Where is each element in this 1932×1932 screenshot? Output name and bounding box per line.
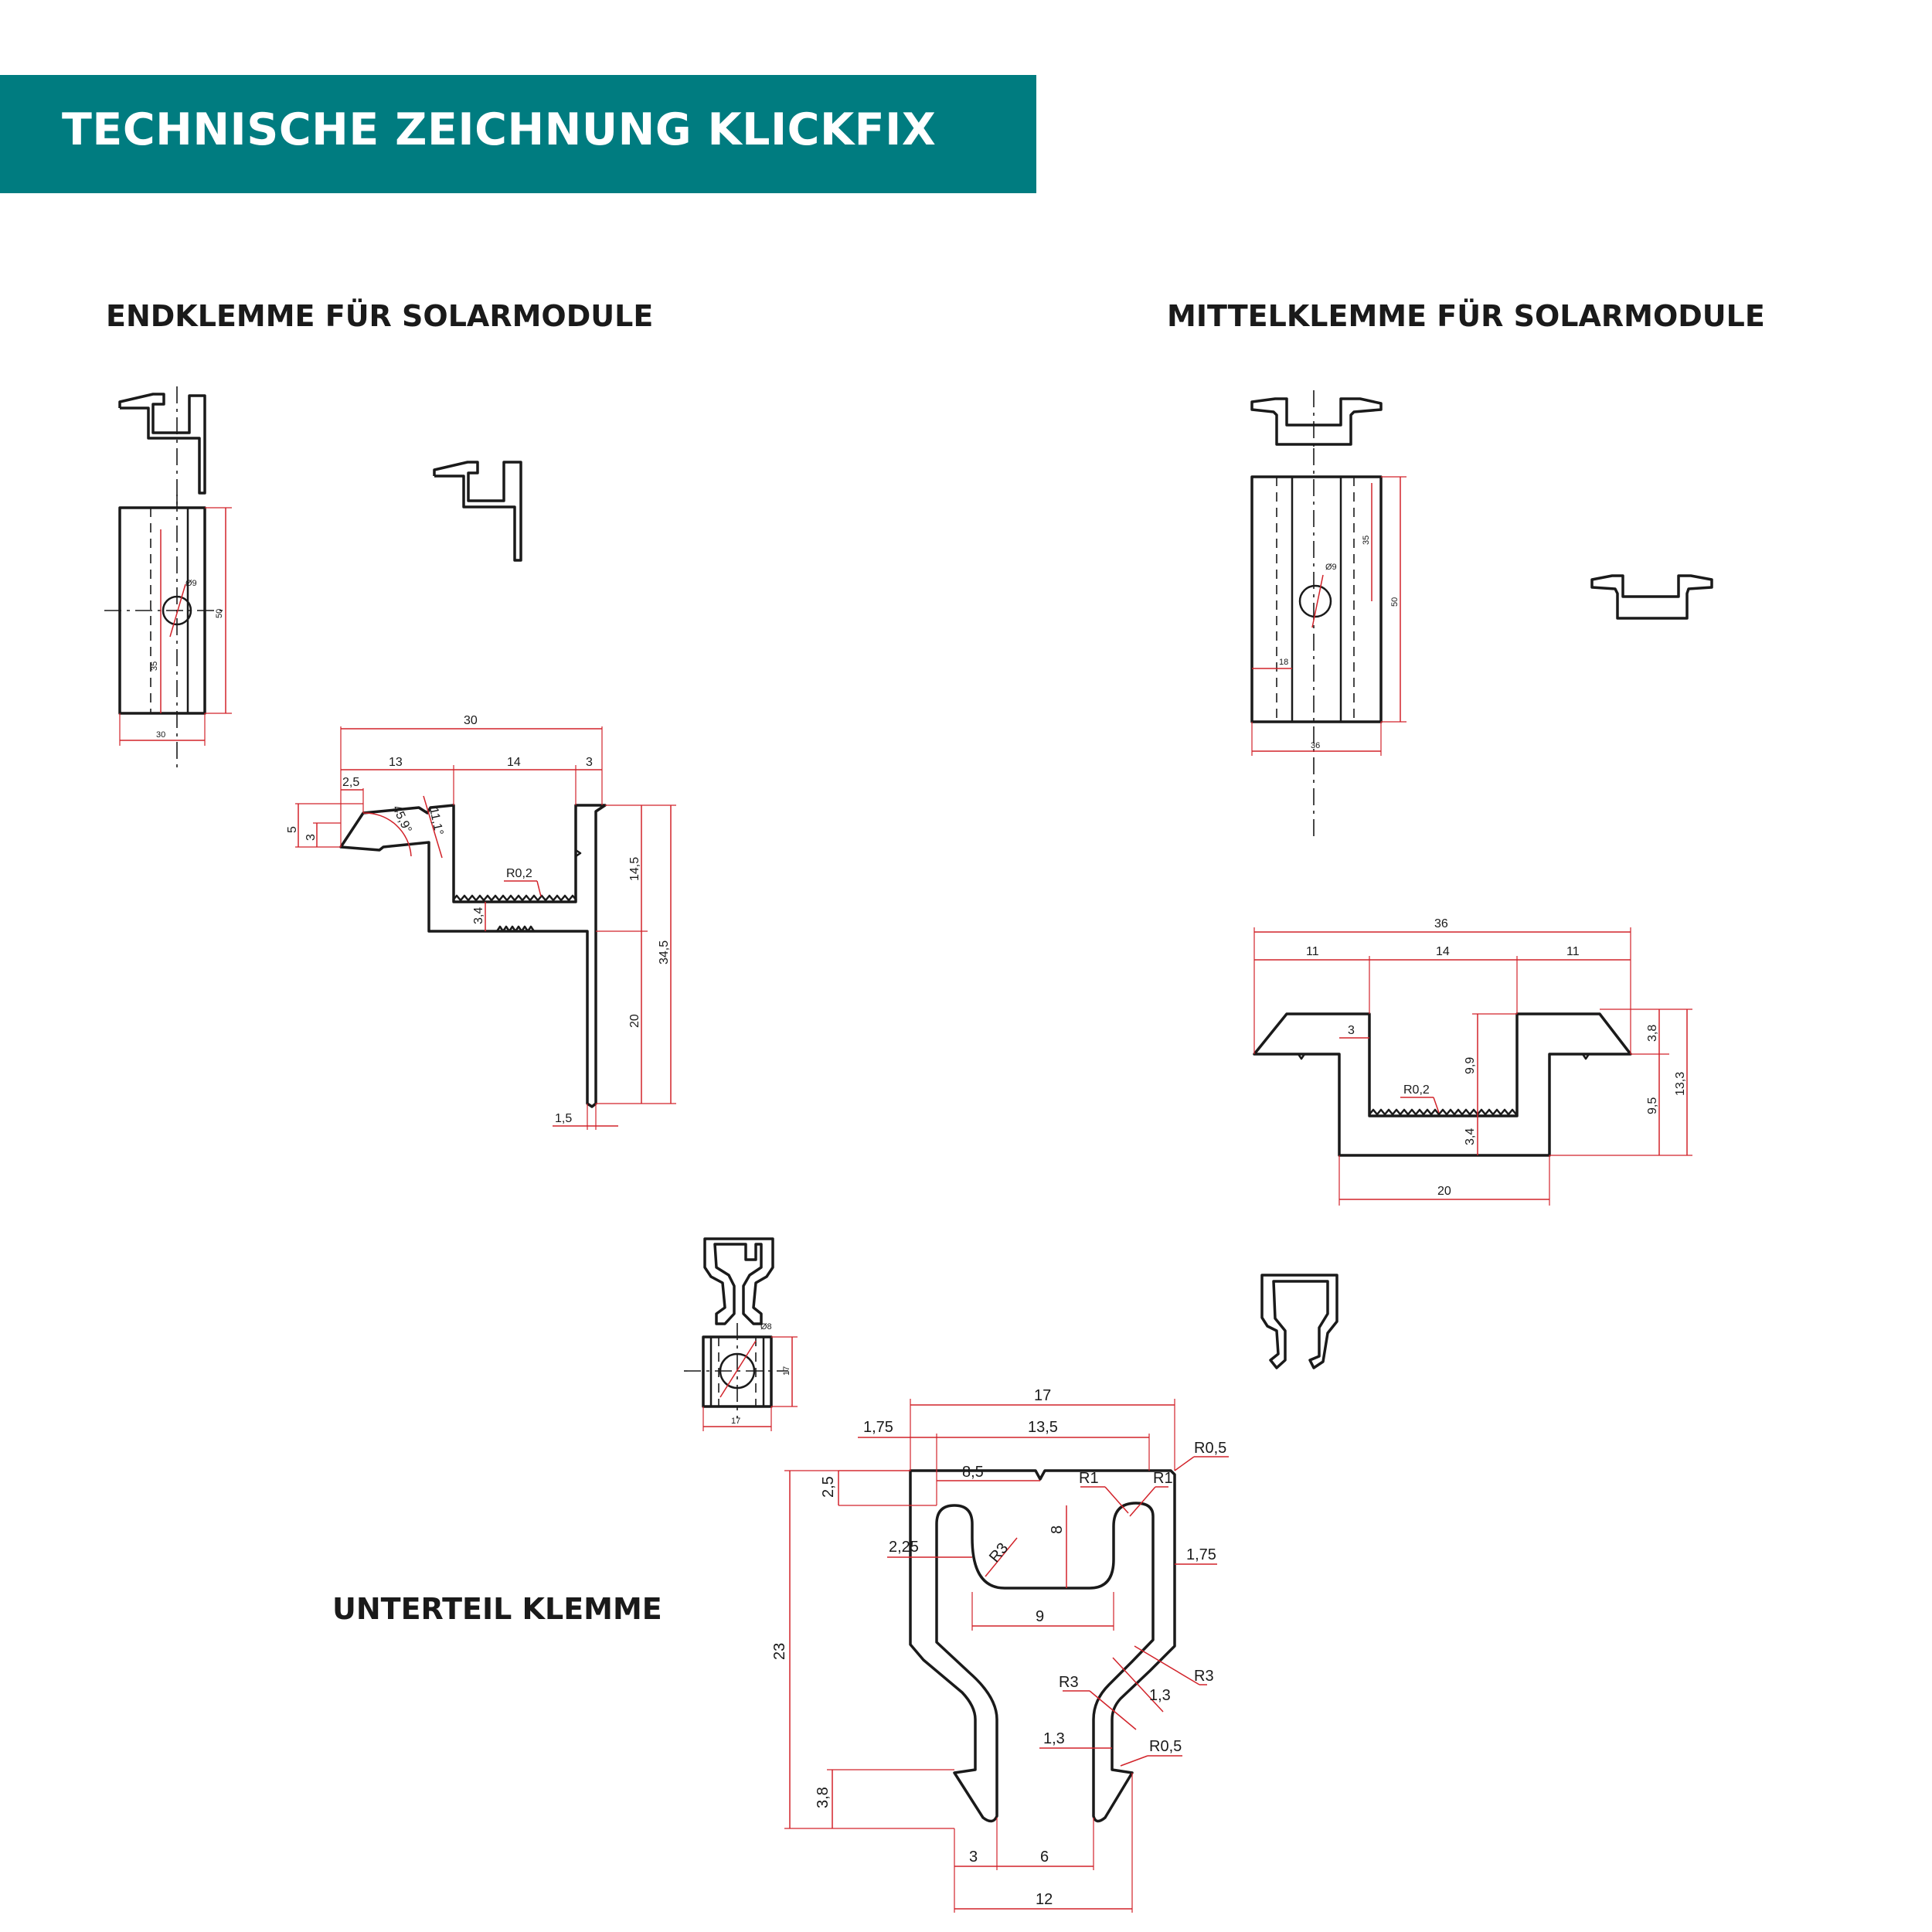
end-top-d30: 30 xyxy=(156,730,165,740)
mid-top-d36: 36 xyxy=(1311,741,1320,750)
mid-prof-r02: R0,2 xyxy=(1403,1083,1430,1097)
end-iso-view xyxy=(433,461,522,562)
unt-prof-d12: 12 xyxy=(1036,1891,1053,1908)
end-prof-d3b: 3 xyxy=(304,834,318,841)
end-top-phi: Ø9 xyxy=(185,579,197,588)
unt-prof-r1a: R1 xyxy=(1079,1470,1099,1487)
mid-prof-d9-9: 9,9 xyxy=(1464,1057,1477,1074)
unt-side-view-left xyxy=(703,1237,774,1325)
end-top-d35: 35 xyxy=(150,662,159,671)
mid-top-d18: 18 xyxy=(1279,658,1288,667)
end-prof-d3-4: 3,4 xyxy=(472,907,485,924)
end-prof-d13: 13 xyxy=(389,756,403,769)
unt-prof-r05a: R0,5 xyxy=(1194,1440,1226,1457)
mid-prof-d3: 3 xyxy=(1348,1024,1355,1037)
mid-top-view: Ø9 50 35 18 36 xyxy=(1250,448,1406,838)
unt-prof-d2-5: 2,5 xyxy=(820,1476,837,1498)
end-prof-d5: 5 xyxy=(286,826,299,833)
mid-prof-d11a: 11 xyxy=(1306,945,1319,958)
end-prof-d2-5: 2,5 xyxy=(342,776,359,789)
unt-prof-r05b: R0,5 xyxy=(1149,1738,1182,1755)
mid-side-view xyxy=(1250,390,1383,448)
unt-prof-r3c: R3 xyxy=(1059,1674,1079,1691)
end-prof-r02: R0,2 xyxy=(506,867,532,880)
mid-iso-view xyxy=(1590,574,1713,620)
end-profile-view: 30 13 14 3 2,5 5 3 45,9° 11,1° R0,2 3,4 … xyxy=(286,714,676,1130)
heading-unterteil-klemme: UNTERTEIL KLEMME xyxy=(332,1592,662,1626)
unt-prof-d6: 6 xyxy=(1040,1849,1049,1866)
mid-profile-view: 36 11 14 11 3 R0,2 9,9 3,4 3,8 9,5 13,3 … xyxy=(1253,917,1692,1206)
mid-prof-d9-5: 9,5 xyxy=(1646,1097,1659,1114)
end-prof-d34-5: 34,5 xyxy=(658,940,671,964)
mid-prof-d20: 20 xyxy=(1437,1185,1451,1198)
unt-prof-d8-5: 8,5 xyxy=(962,1464,984,1481)
unt-small-phi: Ø8 xyxy=(760,1322,772,1332)
mid-prof-d3-4: 3,4 xyxy=(1464,1128,1477,1145)
end-prof-d20: 20 xyxy=(628,1014,641,1028)
page-title: TECHNISCHE ZEICHNUNG KLICKFIX xyxy=(62,104,937,155)
unt-prof-d17: 17 xyxy=(1034,1387,1051,1404)
mid-top-phi: Ø9 xyxy=(1325,563,1337,572)
unt-prof-d1-75a: 1,75 xyxy=(863,1419,893,1436)
unt-prof-d8: 8 xyxy=(1049,1526,1066,1534)
unt-prof-d1-3b: 1,3 xyxy=(1043,1730,1065,1747)
end-prof-d14: 14 xyxy=(507,756,521,769)
mid-top-d35: 35 xyxy=(1362,536,1371,545)
unt-small-top-view: Ø8 17 17 xyxy=(684,1322,798,1431)
unt-prof-d3-8: 3,8 xyxy=(815,1787,832,1808)
unt-prof-d3: 3 xyxy=(969,1849,978,1866)
end-prof-d14-5: 14,5 xyxy=(628,857,641,881)
end-prof-d30: 30 xyxy=(464,714,478,727)
unt-prof-d23: 23 xyxy=(771,1643,788,1660)
end-top-d50: 50 xyxy=(215,609,224,618)
unt-prof-d13-5: 13,5 xyxy=(1028,1419,1058,1436)
unt-prof-d9: 9 xyxy=(1036,1608,1044,1625)
mid-prof-d14: 14 xyxy=(1436,945,1450,958)
heading-endklemme: ENDKLEMME FÜR SOLARMODULE xyxy=(106,299,654,333)
unt-small-d17a: 17 xyxy=(782,1366,791,1376)
mid-top-d50: 50 xyxy=(1390,597,1400,607)
unt-prof-d1-75b: 1,75 xyxy=(1186,1546,1216,1563)
mid-prof-d3-8: 3,8 xyxy=(1646,1025,1659,1042)
unt-small-d17b: 17 xyxy=(731,1417,740,1426)
end-top-view: Ø9 50 35 30 xyxy=(104,495,232,769)
unt-prof-r3a: R3 xyxy=(986,1539,1012,1566)
end-prof-d3: 3 xyxy=(586,756,593,769)
title-banner: TECHNISCHE ZEICHNUNG KLICKFIX xyxy=(0,75,1036,193)
mid-prof-d13-3: 13,3 xyxy=(1674,1072,1687,1096)
mid-prof-d11b: 11 xyxy=(1566,945,1580,958)
unt-prof-d2-25: 2,25 xyxy=(889,1539,919,1556)
unt-prof-d1-3a: 1,3 xyxy=(1149,1687,1171,1704)
heading-mittelklemme: MITTELKLEMME FÜR SOLARMODULE xyxy=(1167,299,1765,333)
unt-profile-view: 17 13,5 1,75 R0,5 8,5 2,5 R1 R1 8 2,25 R… xyxy=(771,1387,1229,1913)
mid-prof-d36: 36 xyxy=(1434,917,1448,930)
unt-prof-r1b: R1 xyxy=(1153,1470,1173,1487)
end-prof-d1-5: 1,5 xyxy=(555,1112,572,1125)
end-side-view xyxy=(118,386,206,510)
unt-prof-r3b: R3 xyxy=(1194,1668,1214,1685)
unt-side-view-right xyxy=(1260,1274,1338,1369)
end-prof-angle2: 11,1° xyxy=(427,806,445,836)
